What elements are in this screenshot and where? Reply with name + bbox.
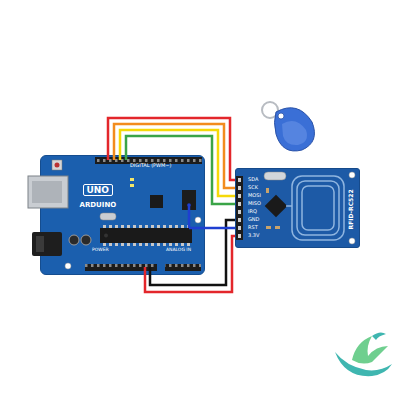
label-holder: POWER (92, 248, 109, 253)
label-holder: RST (248, 225, 258, 231)
wire-stub (189, 227, 205, 230)
analog-header-pins (165, 264, 201, 271)
wire-stub (188, 205, 191, 228)
label-holder: DIGITAL (PWM~) (130, 163, 172, 169)
crystal (100, 213, 116, 220)
pin-label: SCK (248, 185, 258, 191)
module-pin-header (236, 176, 243, 240)
antenna-coil (292, 176, 344, 240)
capacitor (69, 235, 79, 245)
module-name: RFID-RC522 (348, 189, 355, 229)
header-label: DIGITAL (PWM~) (130, 163, 172, 169)
chip-notch (104, 234, 108, 238)
label-holder: SCK (248, 185, 258, 191)
wire-stub (125, 155, 128, 160)
antenna-coil (302, 186, 334, 230)
label-holder: MOSI (248, 193, 261, 199)
wire-stub (107, 155, 110, 160)
smd-part (266, 226, 271, 229)
wire-stub (113, 155, 116, 160)
wire-stub (144, 267, 147, 275)
watermark-logo (335, 332, 392, 376)
mounting-hole (349, 172, 355, 178)
label-holder: IRQ (248, 209, 257, 215)
usb-chip (150, 195, 163, 208)
label-holder: MISO (248, 201, 261, 207)
label-holder: SDA (248, 177, 258, 183)
arduino-parts (28, 155, 205, 275)
mounting-hole (195, 217, 201, 223)
reset-button (52, 160, 62, 170)
logo-bird-head (372, 332, 386, 340)
usb-port (28, 176, 68, 208)
chip-pins (100, 225, 192, 246)
power-jack-inner (36, 236, 44, 252)
usb-port-inner (32, 181, 62, 203)
header-label: ANALOG IN (166, 248, 191, 253)
key-fob-face (282, 121, 307, 145)
crystal (264, 172, 286, 180)
power-jack (32, 232, 62, 256)
logo-bird (352, 336, 388, 364)
rfid-parts (236, 172, 355, 244)
pin-label: SDA (248, 177, 258, 183)
pin-label: GND (248, 217, 259, 223)
smd-part (266, 188, 269, 193)
brand-name: ARDUINO (80, 201, 117, 209)
pin-label: 3.3V (248, 233, 259, 239)
label-holder: 3.3V (248, 233, 259, 239)
key-fob-hole (278, 113, 284, 119)
capacitor (81, 235, 91, 245)
antenna-trace (286, 205, 292, 207)
mounting-hole (349, 238, 355, 244)
antenna-coil (297, 181, 339, 235)
smd-part (275, 226, 280, 229)
mounting-hole (65, 263, 71, 269)
pin-label: MOSI (248, 193, 261, 199)
key-fob (262, 102, 314, 151)
microcontroller-chip (100, 228, 192, 243)
pin-label: MISO (248, 201, 261, 207)
label-holder: ANALOG IN (166, 248, 191, 253)
led (130, 184, 134, 187)
pin-label: RST (248, 225, 258, 231)
module-pins (236, 176, 243, 240)
header-label: POWER (92, 248, 109, 253)
key-fob-body (275, 108, 315, 151)
rfid-chip (265, 195, 288, 218)
led (130, 178, 134, 181)
analog-header (165, 264, 201, 271)
pin-label: IRQ (248, 209, 257, 215)
reset-button-cap (55, 163, 60, 168)
arduino-board: UNO ARDUINO (40, 155, 205, 275)
label-holder: GND (248, 217, 259, 223)
wire-stub (149, 267, 152, 275)
model-name: UNO (83, 184, 114, 196)
jumper-wire (205, 227, 235, 230)
wire-stub (119, 155, 122, 160)
